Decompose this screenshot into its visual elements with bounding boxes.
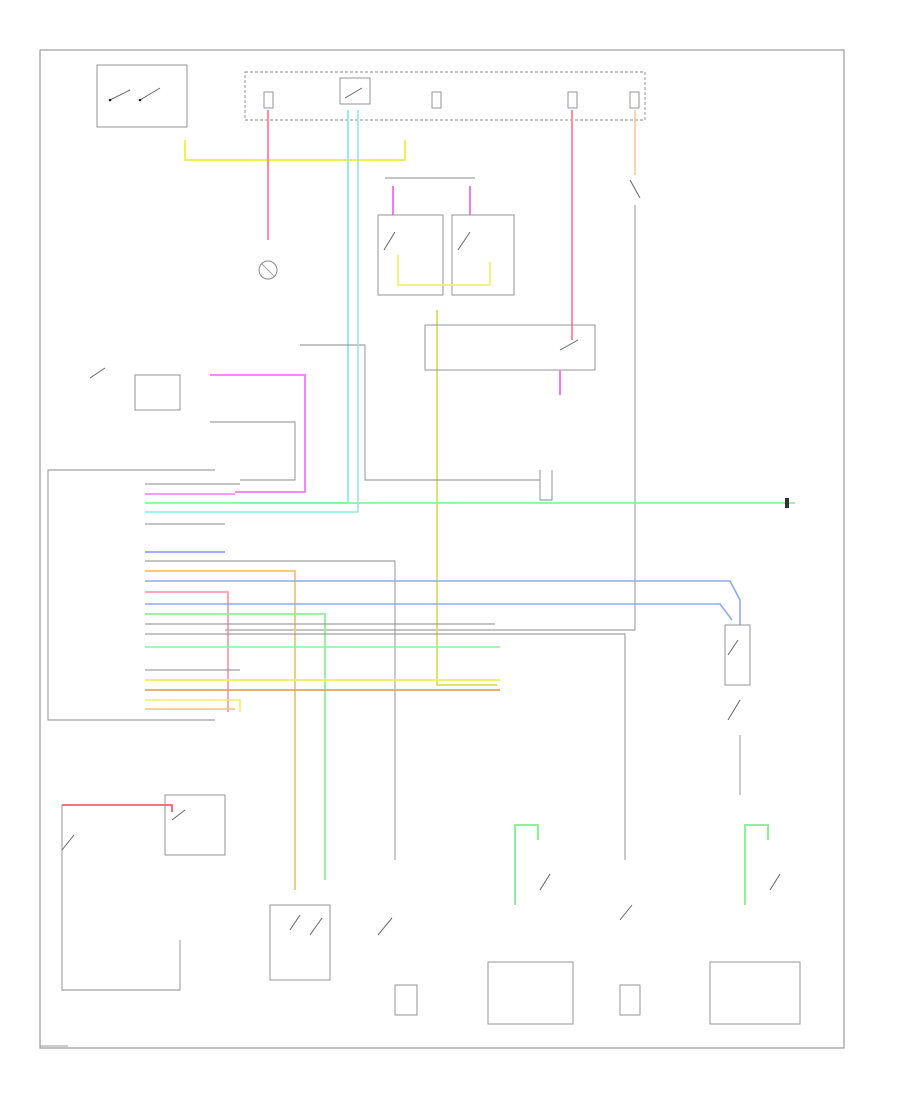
bottom-switch-1 xyxy=(269,904,331,981)
bottom-switch-3 xyxy=(619,904,641,1016)
wire-red-pin10 xyxy=(145,591,229,712)
wire-green-pin12 xyxy=(145,613,326,880)
wire-green-bottom-right xyxy=(744,824,769,905)
wire-yellow-top xyxy=(184,140,406,161)
diagram-frame xyxy=(39,49,845,1049)
wire-orange-pin8 xyxy=(145,570,296,890)
wire-yellow-pin19 xyxy=(145,699,241,712)
clutch-switch xyxy=(377,214,444,296)
wire-lightblue-main xyxy=(240,110,349,504)
wire-gray-brake-ref xyxy=(300,344,540,481)
wire-olive-down xyxy=(436,310,497,686)
wire-red-left-lower xyxy=(62,804,173,812)
oil-pressure-switch xyxy=(629,179,641,199)
wire-magenta-brake xyxy=(210,374,306,493)
ignition-relay xyxy=(339,77,371,105)
left-lower-module xyxy=(164,794,226,856)
wire-gray-brake-out xyxy=(210,421,296,481)
control-module xyxy=(47,469,215,721)
wire-gray-pin7 xyxy=(145,560,396,860)
wire-green-bottom-left xyxy=(514,824,539,905)
brake-switch xyxy=(89,367,181,411)
fuse-block-top xyxy=(244,71,646,121)
bottom-box-right xyxy=(709,873,801,1025)
oxygen-sensor-relay xyxy=(424,324,596,371)
wire-blue-pin9 xyxy=(145,580,741,625)
bottom-switch-2 xyxy=(377,917,418,1016)
wire-blue-pin11 xyxy=(145,603,733,621)
crankshaft-sensor xyxy=(785,498,789,508)
instrument-cluster xyxy=(258,260,278,280)
left-bottom-switch xyxy=(61,805,181,991)
wire-gray-pin14 xyxy=(145,633,626,860)
wire-yellow-od-output xyxy=(397,255,491,286)
fuse-right-2 xyxy=(629,91,640,109)
fuse-mid xyxy=(431,91,442,109)
vehicle-speed-sensor xyxy=(539,470,553,501)
overdrive-switch xyxy=(451,214,515,296)
wire-lightblue-pin4 xyxy=(145,110,359,513)
wire-gray-right-down xyxy=(225,205,636,631)
bottom-box-left xyxy=(487,873,574,1025)
fuse-right-1 xyxy=(567,91,578,109)
fuse-left xyxy=(263,91,274,109)
ignition-switch xyxy=(96,64,188,128)
right-lower-module xyxy=(724,624,751,721)
